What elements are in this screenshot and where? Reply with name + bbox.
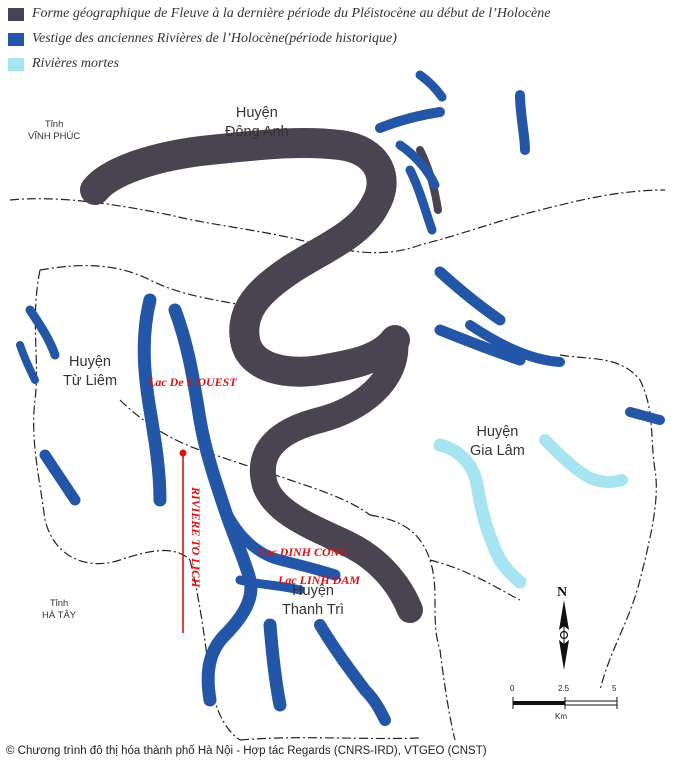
province-ha-tay-name: HÀ TÂY: [42, 610, 77, 621]
district-thanh-tri-type: Huyện: [292, 583, 334, 599]
province-ha-tay: Tỉnh HÀ TÂY: [42, 598, 76, 622]
scale-unit: Km: [555, 712, 567, 721]
province-vinh-phuc: Tỉnh VĨNH PHÚC: [28, 119, 80, 143]
legend-swatch-paleo: [8, 7, 24, 21]
to-lich-marker: [179, 449, 187, 633]
lake-label-ouest: Lac De L’OUEST: [148, 375, 237, 389]
district-tu-liem-name: Từ Liêm: [63, 373, 118, 389]
district-thanh-tri-name: Thanh Trì: [282, 602, 345, 618]
district-tu-liem-type: Huyện: [69, 354, 111, 370]
district-gia-lam: Huyện Gia Lâm: [470, 423, 525, 461]
district-thanh-tri: Huyện Thanh Trì: [282, 582, 344, 620]
province-ha-tay-type: Tỉnh: [49, 598, 69, 609]
map-credit: © Chương trình đô thị hóa thành phố Hà N…: [6, 745, 487, 757]
district-gia-lam-type: Huyện: [476, 424, 519, 440]
legend-label-paleo: Forme géographique de Fleuve à la derniè…: [32, 6, 551, 21]
scale-tick-5: 5: [612, 684, 617, 693]
scale-bar: [512, 697, 618, 709]
district-gia-lam-name: Gia Lâm: [470, 443, 525, 459]
legend-label-dead: Rivières mortes: [32, 56, 119, 71]
legend-label-historic: Vestige des anciennes Rivières de l’Holo…: [32, 31, 397, 46]
legend-item-historic: Vestige des anciennes Rivières de l’Holo…: [8, 31, 397, 47]
province-vinh-phuc-type: Tỉnh: [44, 119, 64, 130]
river-label-to-lich: RIVIERE TO LICH: [189, 487, 203, 588]
legend-swatch-historic: [8, 32, 24, 46]
lake-label-dinh-cong: Lac DINH CONG: [258, 545, 348, 559]
province-vinh-phuc-name: VĨNH PHÚC: [28, 131, 81, 142]
legend-item-paleo: Forme géographique de Fleuve à la derniè…: [8, 6, 551, 22]
scale-tick-0: 0: [510, 684, 515, 693]
district-tu-liem: Huyện Từ Liêm: [63, 353, 117, 391]
historic-rivers: [16, 70, 665, 726]
lake-label-linh-dam: Lac LINH DAM: [278, 573, 360, 587]
north-label: N: [557, 585, 568, 600]
district-dong-anh-name: Đông Anh: [225, 124, 289, 140]
dead-rivers: [433, 434, 628, 589]
north-arrow-icon: [559, 600, 569, 670]
legend-swatch-dead: [8, 57, 24, 71]
district-dong-anh: Huyện Đông Anh: [225, 104, 289, 142]
legend-item-dead: Rivières mortes: [8, 56, 119, 72]
scale-tick-2-5: 2.5: [558, 684, 570, 693]
district-dong-anh-type: Huyện: [235, 105, 278, 121]
